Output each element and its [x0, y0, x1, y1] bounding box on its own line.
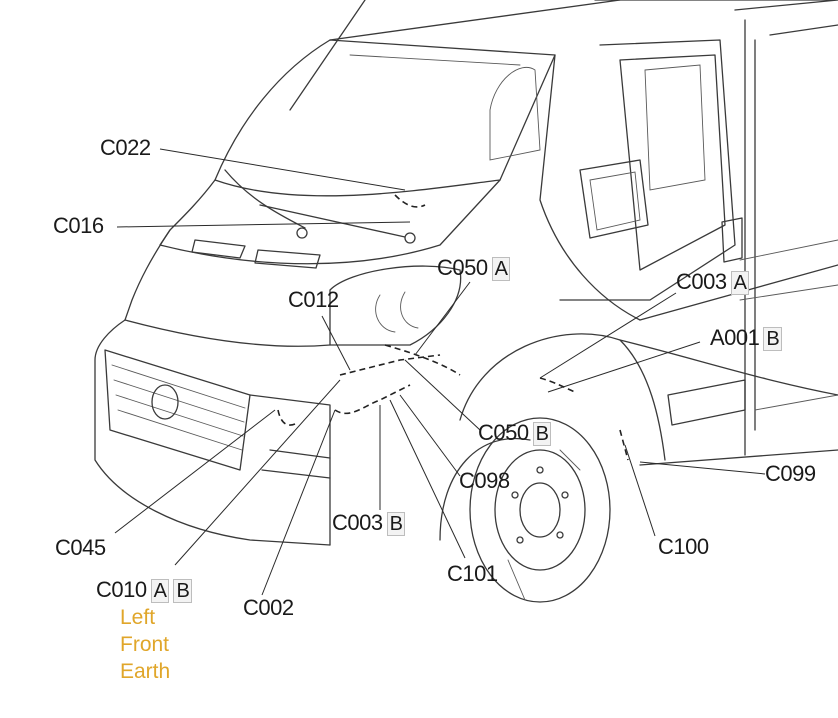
label-c050b-suffix: B [532, 422, 552, 446]
note-line-2: Front [120, 633, 170, 656]
label-c003a-code: C003 [676, 269, 727, 294]
label-c045: C045 [55, 536, 106, 560]
label-c003b-code: C003 [332, 510, 383, 535]
label-c016: C016 [53, 214, 104, 238]
label-c099: C099 [765, 462, 816, 486]
label-c002: C002 [243, 596, 294, 620]
label-c098: C098 [459, 469, 510, 493]
label-c012-code: C012 [288, 287, 339, 312]
label-c003b-suffix: B [386, 512, 406, 536]
label-c012: C012 [288, 288, 339, 312]
note-line-3: Earth [120, 660, 171, 683]
label-c003a-suffix: A [730, 271, 750, 295]
label-c100-code: C100 [658, 534, 709, 559]
label-c022: C022 [100, 136, 151, 160]
label-c022-code: C022 [100, 135, 151, 160]
label-c010-suffix-a: A [150, 579, 170, 603]
label-c016-code: C016 [53, 213, 104, 238]
label-a001b-code: A001 [710, 325, 760, 350]
label-c002-code: C002 [243, 595, 294, 620]
label-c045-code: C045 [55, 535, 106, 560]
note-line-1: Left [120, 606, 156, 629]
label-c010-suffix-b: B [173, 579, 193, 603]
left-front-earth-note: Left Front Earth [120, 604, 170, 685]
label-c010-code: C010 [96, 577, 147, 602]
label-c098-code: C098 [459, 468, 510, 493]
label-c101: C101 [447, 562, 498, 586]
label-c050a-suffix: A [491, 257, 511, 281]
label-c100: C100 [658, 535, 709, 559]
label-c101-code: C101 [447, 561, 498, 586]
label-c099-code: C099 [765, 461, 816, 486]
label-c050b-code: C050 [478, 420, 529, 445]
label-c050a-code: C050 [437, 255, 488, 280]
label-a001b-suffix: B [763, 327, 783, 351]
